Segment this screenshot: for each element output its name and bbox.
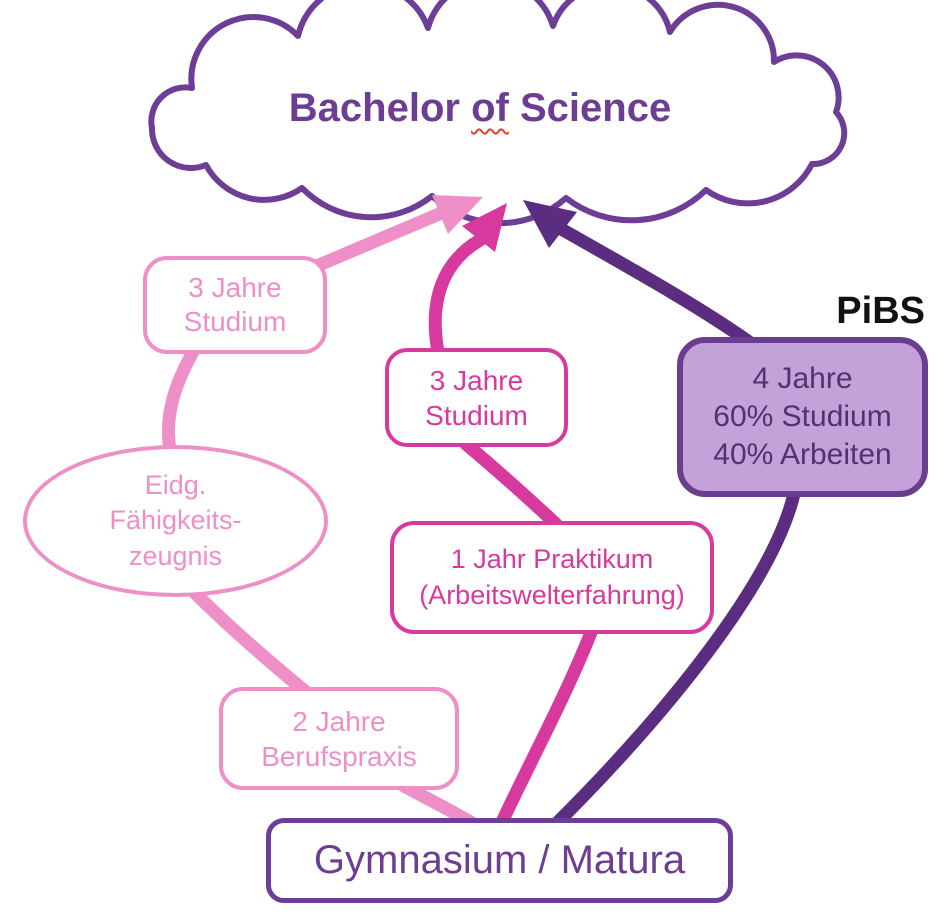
node-text-line: Berufspraxis [261, 740, 417, 772]
node-text-line: Eidg. [144, 470, 207, 501]
link-certificate-to-praxis [187, 585, 313, 699]
node-text-line: 3 Jahre [429, 364, 524, 396]
link-apprenticeship-to-cloud [305, 205, 451, 275]
link-pibs-to-gymnasium [551, 487, 801, 829]
node-text-line: 3 Jahre [188, 271, 282, 303]
node-text-line: Gymnasium / Matura [313, 838, 686, 882]
cloud-title-word-bachelor: Bachelor [288, 86, 460, 130]
node-text-line: 2 Jahre [292, 705, 386, 737]
node-study-3-years-left: 3 Jahre Studium [143, 256, 327, 354]
node-study-3-years-middle: 3 Jahre Studium [385, 348, 568, 447]
cloud-shape [148, 0, 848, 227]
node-text-line: 60% Studium [713, 400, 892, 434]
link-study-to-certificate [161, 343, 201, 457]
node-internship-1-year: 1 Jahr Praktikum (Arbeitswelterfahrung) [390, 521, 714, 634]
node-pibs-program: 4 Jahre 60% Studium 40% Arbeiten [677, 337, 928, 497]
node-work-experience-2-years: 2 Jahre Berufspraxis [219, 687, 459, 790]
arrowhead-pibs [523, 200, 577, 248]
node-text-line: 4 Jahre [752, 362, 853, 396]
cloud-title-word-science: Science [519, 86, 672, 130]
node-gymnasium-matura: Gymnasium / Matura [266, 818, 733, 903]
node-text-line: zeugnis [128, 540, 223, 571]
node-text-line: Fähigkeits- [109, 505, 242, 536]
link-praktikum-to-gymnasium [495, 623, 599, 829]
link-pibs-to-cloud [556, 223, 759, 351]
cloud-title-word-of: of [471, 86, 509, 130]
node-text-line: (Arbeitswelterfahrung) [419, 579, 685, 610]
arrowhead-apprenticeship [432, 195, 483, 234]
cloud-title: Bachelor of Science [150, 84, 810, 132]
node-text-line: 40% Arbeiten [713, 437, 892, 471]
link-internship-to-cloud [428, 233, 487, 359]
node-text-line: 1 Jahr Praktikum [450, 544, 654, 575]
link-study-to-praktikum [459, 437, 563, 531]
node-text-line: Studium [425, 399, 528, 431]
pibs-label: PiBS [836, 290, 925, 332]
node-text-line: Studium [183, 306, 287, 337]
arrowhead-internship [462, 203, 507, 252]
node-certificate-ellipse: Eidg. Fähigkeits- zeugnis [23, 445, 328, 597]
